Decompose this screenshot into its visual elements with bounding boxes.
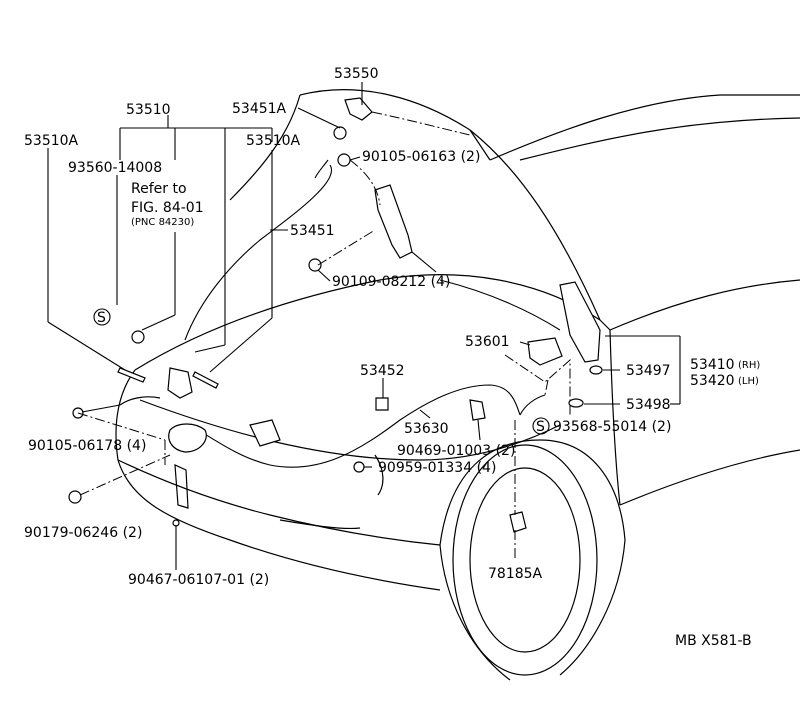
label-53410: 53410 xyxy=(690,357,735,373)
guide-lines xyxy=(77,111,571,560)
label-fig-84-01: FIG. 84-01 xyxy=(131,200,204,216)
label-pnc-84230: (PNC 84230) xyxy=(131,217,194,228)
label-90469-01003: 90469-01003 (2) xyxy=(397,443,515,459)
label-90105-06163: 90105-06163 (2) xyxy=(362,149,480,165)
label-53510: 53510 xyxy=(126,102,171,118)
s-marker-left-text: S xyxy=(97,310,106,326)
label-53452: 53452 xyxy=(360,363,405,379)
label-90179-06246: 90179-06246 (2) xyxy=(24,525,142,541)
label-53451a: 53451A xyxy=(232,101,287,117)
label-90109-08212: 90109-08212 (4) xyxy=(332,274,450,290)
label-53498: 53498 xyxy=(626,397,671,413)
label-90959-01334: 90959-01334 (4) xyxy=(378,460,496,476)
label-rh: (RH) xyxy=(738,360,760,371)
hood-release-cable xyxy=(189,384,546,468)
label-refer-to: Refer to xyxy=(131,181,187,197)
s-marker-left xyxy=(93,308,111,326)
label-53601: 53601 xyxy=(465,334,510,350)
label-90467-06107-01: 90467-06107-01 (2) xyxy=(128,572,269,588)
hood-stay-holder xyxy=(308,97,373,272)
hood-support-rod xyxy=(184,159,333,341)
label-lh: (LH) xyxy=(738,376,759,387)
hood-lock-assembly xyxy=(167,367,281,453)
label-53550: 53550 xyxy=(334,66,379,82)
diagram-code: MB X581-B xyxy=(675,633,752,649)
part-labels: 53550 53451A 53510 53510A 53510A 93560-1… xyxy=(24,66,760,649)
leader-lines xyxy=(47,82,681,570)
s-marker-right xyxy=(532,417,550,435)
label-90105-06178: 90105-06178 (4) xyxy=(28,438,146,454)
label-53510a-left: 53510A xyxy=(24,133,79,149)
standard-bolt-markers: S S xyxy=(93,308,550,435)
hood-hinge-rh xyxy=(374,184,601,363)
hood-lock-support xyxy=(527,337,603,408)
label-78185a: 78185A xyxy=(488,566,543,582)
label-53451: 53451 xyxy=(290,223,335,239)
label-53497: 53497 xyxy=(626,363,671,379)
label-93560-14008: 93560-14008 xyxy=(68,160,162,176)
label-93568-55014: 93568-55014 (2) xyxy=(553,419,671,435)
label-53420: 53420 xyxy=(690,373,735,389)
label-53510a-right: 53510A xyxy=(246,133,301,149)
car-body-outline xyxy=(115,89,800,681)
label-53630: 53630 xyxy=(404,421,449,437)
s-marker-right-text: S xyxy=(536,419,545,435)
